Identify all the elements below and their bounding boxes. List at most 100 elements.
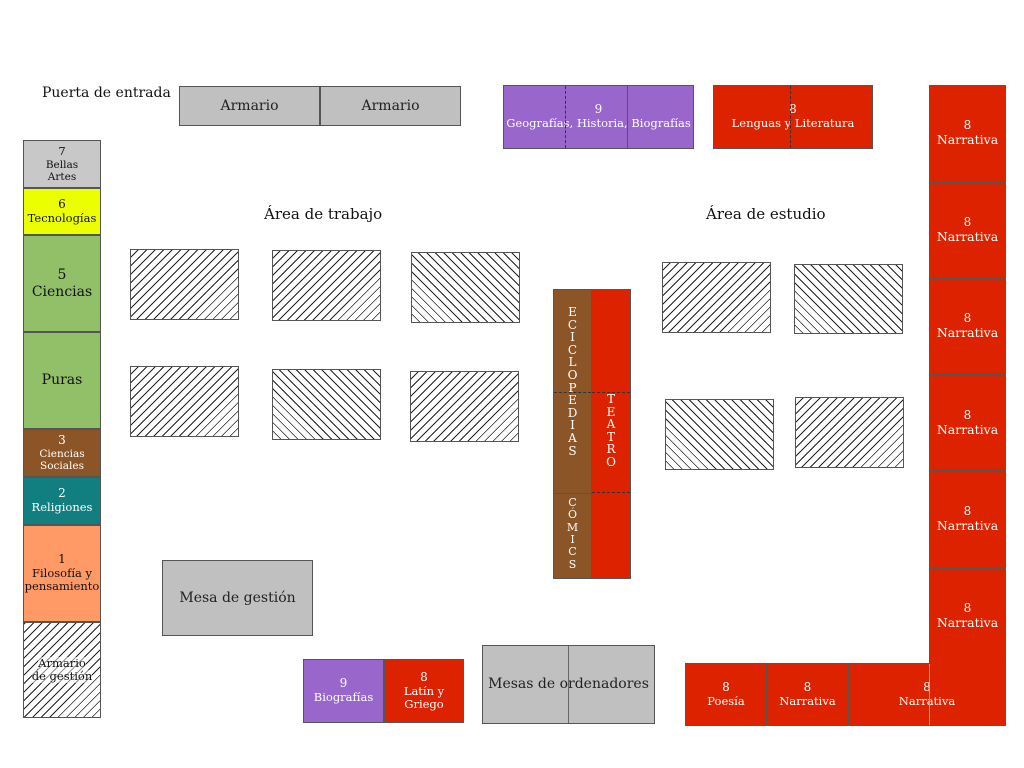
- shelf-geografias-label: Geografías, Historia, Biografías: [506, 116, 691, 131]
- narrativa-5-label: Narrativa: [936, 518, 999, 534]
- narrativa-1-number: 8: [963, 118, 972, 133]
- shelf-narrativa-3: 8 Narrativa: [929, 278, 1006, 375]
- cabinet-1: Armario: [179, 86, 320, 126]
- enciclopedias-letter: D: [567, 405, 578, 420]
- work-area-label: Área de trabajo: [264, 205, 383, 223]
- narrativa-2-number: 8: [963, 214, 972, 229]
- armario-gestion: Armario de gestión: [23, 622, 101, 718]
- study-table-2: [794, 264, 903, 334]
- teatro-letter: R: [606, 442, 616, 457]
- narrativa-bottom-2-number: 8: [923, 679, 931, 694]
- study-area-label: Área de estudio: [706, 205, 826, 223]
- teatro-letter: O: [606, 454, 616, 469]
- shelf-narrativa-6: 8 Narrativa: [929, 568, 1006, 664]
- teatro-letter: T: [606, 429, 615, 444]
- divider-dashed: [592, 492, 630, 493]
- shelf-tec-number: 6: [58, 196, 66, 211]
- shelf-ciencias-sociales: 3 Ciencias Sociales: [23, 429, 101, 477]
- shelf-lenguas: 8 Lenguas y Literatura: [713, 85, 873, 149]
- divider-dashed: [592, 392, 630, 393]
- comics-letter: Ó: [567, 508, 578, 522]
- narrativa-5-number: 8: [963, 504, 972, 519]
- teatro-letter: A: [606, 417, 616, 432]
- divider-solid: [627, 86, 628, 148]
- divider-dashed: [554, 392, 591, 393]
- shelf-filosofia-line2: pensamiento: [24, 579, 100, 594]
- comics-letter: S: [568, 557, 577, 571]
- shelf-tec-label: Tecnologías: [27, 210, 97, 225]
- shelf-ciencias-label: Ciencias: [31, 283, 93, 300]
- biografias-label: Biografías: [313, 690, 374, 705]
- enciclopedias-letter: E: [568, 393, 577, 408]
- cabinet-1-label: Armario: [220, 97, 279, 114]
- enciclopedias-letter: L: [568, 355, 577, 370]
- shelf-bellas-line1: Bellas: [45, 158, 79, 171]
- shelf-tecnologias: 6 Tecnologías: [23, 188, 101, 235]
- enciclopedias-letter: A: [568, 430, 577, 445]
- mesa-gestion-label: Mesa de gestión: [179, 589, 296, 606]
- narrativa-2-label: Narrativa: [936, 228, 999, 244]
- shelf-lenguas-number: 8: [789, 102, 797, 117]
- work-table-3: [411, 252, 520, 323]
- shelf-ciencias-number: 5: [57, 267, 67, 284]
- enciclopedias-letter: C: [567, 342, 578, 357]
- shelf-filosofia-number: 1: [58, 552, 66, 567]
- shelf-puras: Puras: [23, 332, 101, 429]
- narrativa-6-label: Narrativa: [936, 614, 999, 630]
- study-table-1: [662, 262, 771, 333]
- biografias-number: 9: [339, 676, 348, 691]
- poesia-number: 8: [722, 679, 730, 694]
- shelf-poesia: 8 Poesía: [685, 663, 767, 726]
- enciclopedias-letter: I: [570, 418, 575, 433]
- divider-light: [929, 664, 930, 725]
- narrativa-6-number: 8: [963, 600, 972, 615]
- enciclopedias-letter: E: [568, 305, 577, 319]
- shelf-latin-griego: 8 Latín y Griego: [384, 659, 464, 723]
- shelf-biografias: 9 Biografías: [303, 659, 384, 723]
- shelf-sociales-line1: Ciencias: [39, 447, 85, 460]
- enciclopedias-letter: O: [567, 367, 578, 382]
- mesa-gestion: Mesa de gestión: [162, 560, 313, 636]
- comics-letter: M: [566, 520, 579, 534]
- enciclopedias-letter: I: [570, 330, 575, 345]
- enciclopedias-letter: P: [568, 380, 577, 395]
- teatro-letter: T: [606, 392, 615, 406]
- shelf-narrativa-bottom-2: 8 Narrativa: [848, 663, 1006, 726]
- shelf-filosofia: 1 Filosofía y pensamiento: [23, 525, 101, 622]
- comics-letter: I: [570, 532, 575, 546]
- shelf-narrativa-4: 8 Narrativa: [929, 375, 1006, 471]
- divider-solid: [568, 646, 569, 723]
- shelf-narrativa-5: 8 Narrativa: [929, 471, 1006, 568]
- shelf-bellas-number: 7: [58, 144, 66, 159]
- comics-letter: C: [568, 545, 577, 559]
- study-table-4: [795, 397, 904, 468]
- cabinet-2-label: Armario: [361, 97, 420, 114]
- shelf-geografias-number: 9: [594, 102, 603, 117]
- divider-dashed: [565, 86, 566, 148]
- entrance-label: Puerta de entrada: [42, 85, 171, 101]
- narrativa-3-label: Narrativa: [936, 325, 999, 341]
- study-table-3: [665, 399, 774, 470]
- shelf-narrativa-2: 8 Narrativa: [929, 182, 1006, 278]
- comics-letter: C: [568, 496, 577, 509]
- shelf-sociales-number: 3: [58, 433, 66, 448]
- shelf-geografias: 9 Geografías, Historia, Biografías: [503, 85, 694, 149]
- shelf-bellas-artes: 7 Bellas Artes: [23, 140, 101, 188]
- narrativa-3-number: 8: [963, 311, 972, 326]
- latin-number: 8: [420, 669, 428, 684]
- work-table-5: [272, 369, 381, 440]
- narrativa-bottom-1-number: 8: [803, 679, 812, 694]
- latin-label: Latín y Griego: [403, 683, 445, 711]
- teatro-letter: E: [606, 404, 616, 419]
- divider-dashed: [790, 86, 791, 148]
- work-table-6: [410, 371, 519, 442]
- narrativa-bottom-2-label: Narrativa: [898, 693, 956, 708]
- shelf-lenguas-label: Lenguas y Literatura: [731, 116, 855, 131]
- poesia-label: Poesía: [707, 693, 745, 708]
